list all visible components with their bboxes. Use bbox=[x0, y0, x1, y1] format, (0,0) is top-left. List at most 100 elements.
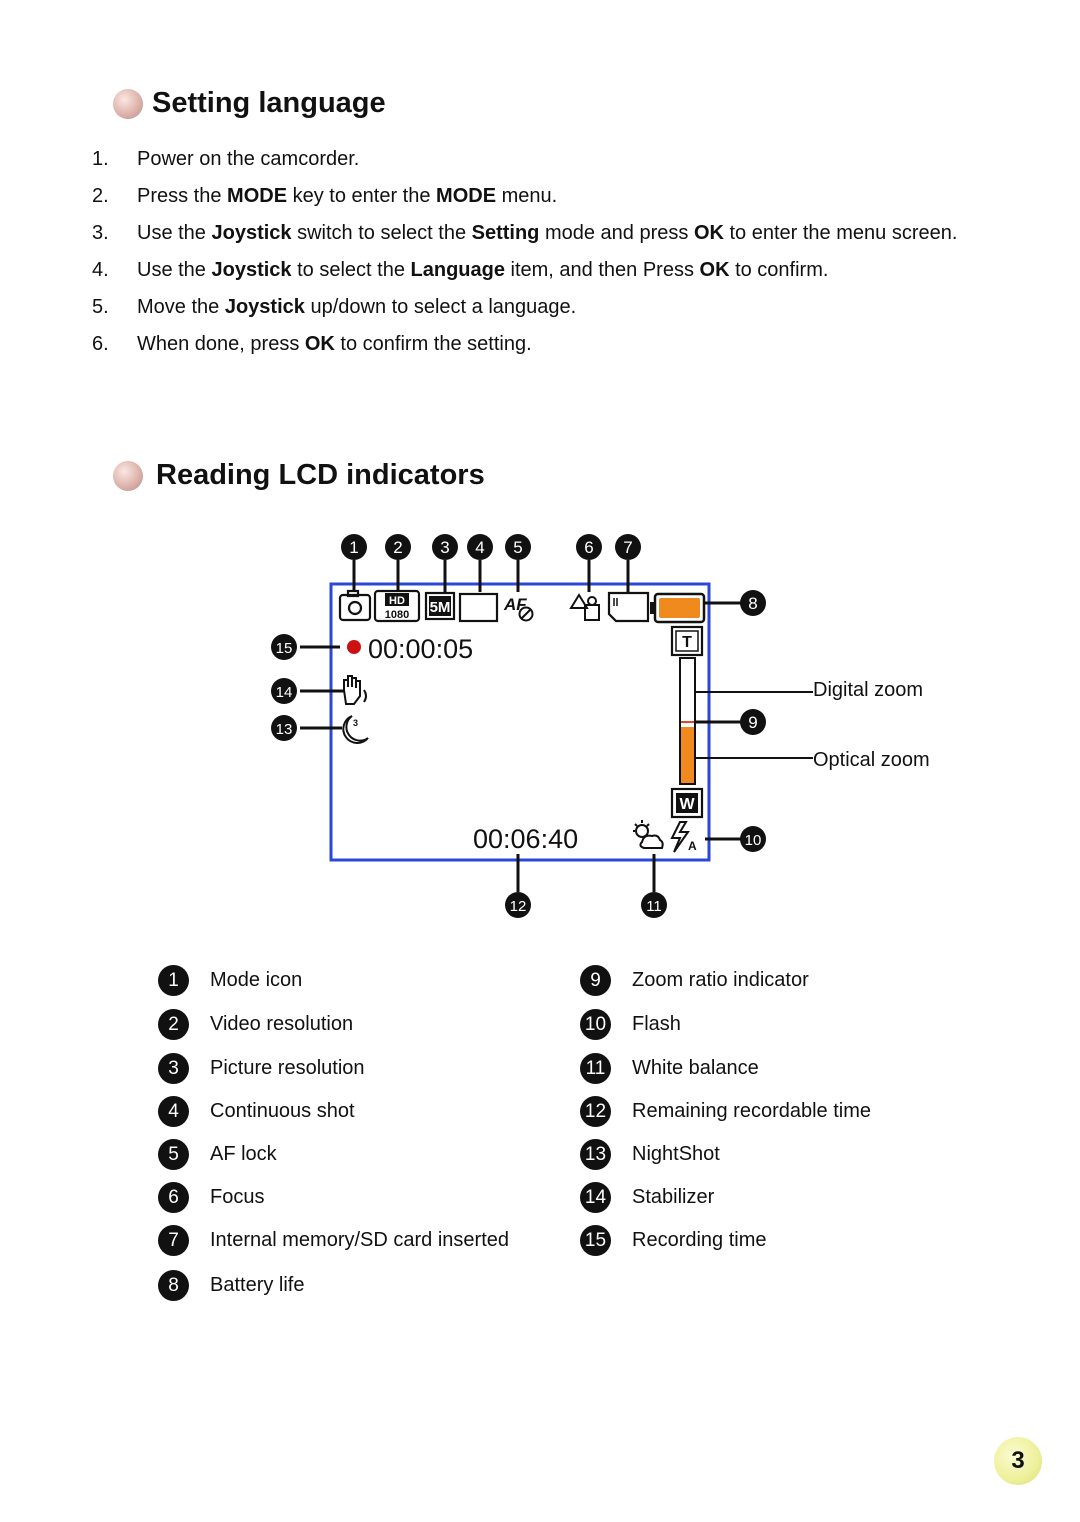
callout-marker: 11 bbox=[641, 892, 667, 918]
legend-number-badge: 12 bbox=[580, 1096, 611, 1127]
step-text-fragment: mode and press bbox=[539, 222, 694, 244]
step-keyword: Joystick bbox=[211, 259, 292, 281]
hd-1080-icon: HD 1080 bbox=[373, 589, 421, 623]
step-text-fragment: to select the bbox=[291, 259, 411, 281]
callout-number: 8 bbox=[748, 594, 757, 613]
callout-marker: 1 bbox=[341, 534, 367, 560]
legend-number-badge: 9 bbox=[580, 965, 611, 996]
hd-sub-label: 1080 bbox=[385, 609, 409, 621]
legend-number-badge: 1 bbox=[158, 965, 189, 996]
flash-icon: A bbox=[670, 821, 697, 853]
section-title: Setting language bbox=[152, 87, 386, 119]
remaining-recordable-time: 00:06:40 bbox=[473, 824, 578, 854]
recording-time: 00:00:05 bbox=[368, 634, 473, 664]
step-number: 6. bbox=[92, 333, 109, 355]
callout-marker: 2 bbox=[385, 534, 411, 560]
nightshot-icon: 3 bbox=[342, 715, 369, 744]
callout-marker: 10 bbox=[740, 826, 766, 852]
callout-marker: 15 bbox=[271, 634, 297, 660]
legend-label: White balance bbox=[632, 1057, 759, 1079]
heading-bullet-icon bbox=[113, 460, 143, 491]
legend-number-badge: 6 bbox=[158, 1182, 189, 1213]
step-keyword: Setting bbox=[471, 222, 540, 244]
legend-label: Picture resolution bbox=[210, 1057, 365, 1079]
step-text: When done, press OK to confirm the setti… bbox=[137, 333, 532, 355]
optical-zoom-label: Optical zoom bbox=[813, 749, 930, 771]
step-text-fragment: menu. bbox=[496, 185, 558, 207]
legend-label: Internal memory/SD card inserted bbox=[210, 1229, 510, 1251]
step-text: Use the Joystick switch to select the Se… bbox=[137, 222, 957, 244]
focus-icon bbox=[569, 593, 600, 621]
callout-marker: 6 bbox=[576, 534, 602, 560]
step-number: 3. bbox=[92, 222, 109, 244]
zoom-wide-icon: W bbox=[670, 787, 704, 819]
step-keyword: MODE bbox=[436, 185, 497, 207]
step-item: 6. When done, press OK to confirm the set… bbox=[92, 331, 973, 357]
picture-res-label: 5M bbox=[430, 599, 451, 616]
step-number: 2. bbox=[92, 185, 109, 207]
legend-number-badge: 2 bbox=[158, 1009, 189, 1040]
zoom-tele-icon: T bbox=[670, 625, 704, 657]
step-keyword: OK bbox=[699, 259, 730, 281]
callout-marker: 7 bbox=[615, 534, 641, 560]
callout-number: 11 bbox=[646, 898, 662, 915]
section-title: Reading LCD indicators bbox=[156, 459, 485, 491]
step-text-fragment: Press the bbox=[137, 185, 228, 207]
zoom-bar-optical-fill bbox=[681, 727, 694, 783]
legend-label: Flash bbox=[632, 1013, 681, 1035]
step-item: 1. Power on the camcorder. bbox=[92, 146, 973, 172]
zoom-wide-label: W bbox=[679, 796, 695, 813]
heading-bullet-icon bbox=[113, 88, 143, 119]
callout-number: 4 bbox=[475, 538, 484, 557]
white-balance-icon bbox=[633, 820, 664, 849]
callout-marker: 3 bbox=[432, 534, 458, 560]
flash-mode-label: A bbox=[688, 839, 697, 853]
section-heading-setting-language: Setting language bbox=[113, 87, 386, 120]
legend-item: 2 Video resolution bbox=[158, 1009, 353, 1040]
legend-item: 11 White balance bbox=[580, 1053, 759, 1084]
legend-number-badge: 13 bbox=[580, 1139, 611, 1170]
step-text-fragment: switch to select the bbox=[291, 222, 472, 244]
digital-zoom-label: Digital zoom bbox=[813, 679, 923, 701]
step-keyword: OK bbox=[693, 222, 724, 244]
legend-number-badge: 11 bbox=[580, 1053, 611, 1084]
step-item: 3. Use the Joystick switch to select the … bbox=[92, 220, 994, 246]
step-keyword: Language bbox=[410, 259, 505, 281]
step-text-fragment: up/down to select a language. bbox=[304, 296, 577, 318]
legend-label: Mode icon bbox=[210, 969, 303, 991]
step-keyword: Joystick bbox=[224, 296, 305, 318]
step-text-fragment: to confirm. bbox=[729, 259, 829, 281]
legend-label: Recording time bbox=[632, 1229, 767, 1251]
step-text-fragment: Power on the camcorder. bbox=[137, 148, 360, 170]
callout-number: 2 bbox=[393, 538, 402, 557]
step-keyword: OK bbox=[304, 333, 335, 355]
callout-number: 1 bbox=[349, 538, 358, 557]
step-text-fragment: to enter the menu screen. bbox=[723, 222, 958, 244]
legend-item: 12 Remaining recordable time bbox=[580, 1096, 871, 1127]
callout-number: 15 bbox=[276, 640, 293, 657]
legend-number-badge: 10 bbox=[580, 1009, 611, 1040]
legend-label: Remaining recordable time bbox=[632, 1100, 872, 1122]
step-text: Use the Joystick to select the Language … bbox=[137, 259, 828, 281]
step-number: 1. bbox=[92, 148, 109, 170]
step-text-fragment: item, and then Press bbox=[504, 259, 700, 281]
legend-label: Battery life bbox=[210, 1274, 305, 1296]
page-number: 3 bbox=[994, 1437, 1042, 1485]
step-item: 2. Press the MODE key to enter the MODE m… bbox=[92, 183, 973, 209]
step-keyword: MODE bbox=[227, 185, 288, 207]
legend-number-badge: 4 bbox=[158, 1096, 189, 1127]
step-item: 5.Move the Joystick up/down to select a … bbox=[92, 294, 973, 320]
step-text: Press the MODE key to enter the MODE men… bbox=[137, 185, 557, 207]
callout-number: 13 bbox=[276, 721, 293, 738]
legend-label: Video resolution bbox=[210, 1013, 354, 1035]
camera-mode-icon bbox=[338, 589, 372, 622]
battery-icon bbox=[650, 592, 706, 624]
